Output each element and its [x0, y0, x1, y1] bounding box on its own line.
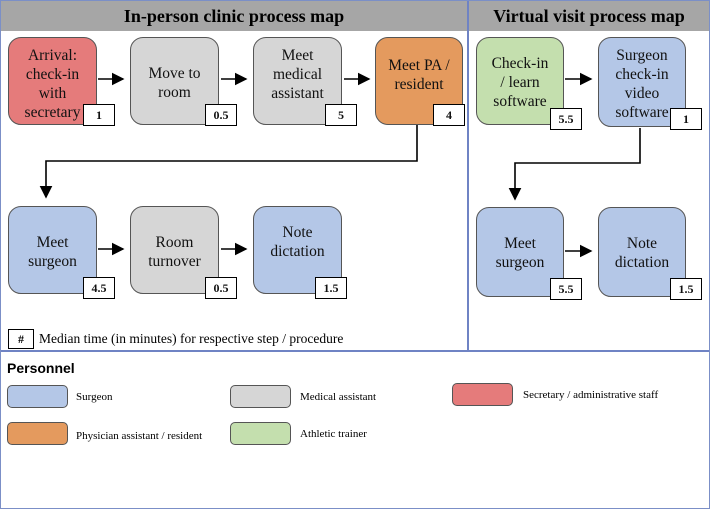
time-badge: 1.5 — [670, 278, 702, 300]
step-label: Room turnover — [148, 234, 201, 270]
time-badge: 5.5 — [550, 278, 582, 300]
step-note-dictation: Note dictation 1.5 — [253, 206, 347, 299]
legend-label-surgeon: Surgeon — [76, 391, 113, 403]
legend-label-secretary: Secretary / administrative staff — [523, 389, 659, 401]
step-surgeon-checkin-video: Surgeon check-in video software 1 — [598, 37, 702, 130]
step-label: Check-in / learn software — [491, 55, 549, 110]
step-room-turnover: Room turnover 0.5 — [130, 206, 237, 299]
step-label: Move to room — [148, 65, 201, 101]
time-badge: 1.5 — [315, 277, 347, 299]
step-label: Meet surgeon — [495, 235, 545, 271]
time-badge: 4.5 — [83, 277, 115, 299]
key-symbol: # — [8, 329, 34, 349]
legend-divider — [1, 350, 709, 352]
step-arrival-checkin: Arrival: check-in with secretary 1 — [8, 37, 115, 126]
legend-label-athletic-trainer: Athletic trainer — [300, 428, 367, 440]
step-label: Note dictation — [270, 224, 325, 260]
swatch-medical-assistant — [230, 385, 291, 408]
step-meet-pa-resident: Meet PA / resident 4 — [375, 37, 465, 126]
legend-label-medical-assistant: Medical assistant — [300, 391, 377, 403]
time-badge: 4 — [433, 104, 465, 126]
step-label: Surgeon check-in video software — [615, 47, 669, 121]
time-badge: 5 — [325, 104, 357, 126]
virtual-header: Virtual visit process map — [469, 1, 709, 31]
time-badge: 1 — [670, 108, 702, 130]
swatch-secretary — [452, 383, 513, 406]
step-virtual-note-dictation: Note dictation 1.5 — [598, 207, 702, 300]
arrow-4 — [39, 124, 418, 199]
in-person-header: In-person clinic process map — [1, 1, 467, 31]
swatch-physician-assistant — [7, 422, 68, 445]
step-meet-medical-assistant: Meet medical assistant 5 — [253, 37, 357, 126]
step-label: Arrival: check-in with secretary — [24, 47, 81, 121]
panel-divider — [467, 1, 469, 351]
time-badge: 5.5 — [550, 108, 582, 130]
key-text: Median time (in minutes) for respective … — [39, 331, 344, 346]
swatch-athletic-trainer — [230, 422, 291, 445]
step-label: Meet PA / resident — [388, 57, 450, 93]
step-label: Note dictation — [614, 235, 670, 271]
step-checkin-learn-software: Check-in / learn software 5.5 — [476, 37, 582, 130]
step-meet-surgeon: Meet surgeon 4.5 — [8, 206, 115, 299]
step-label: Meet medical assistant — [271, 47, 324, 102]
arrow-8 — [508, 128, 641, 201]
personnel-title: Personnel — [7, 360, 75, 376]
step-move-to-room: Move to room 0.5 — [130, 37, 237, 126]
time-badge: 0.5 — [205, 277, 237, 299]
swatch-surgeon — [7, 385, 68, 408]
time-badge: 1 — [83, 104, 115, 126]
step-label: Meet surgeon — [28, 234, 77, 270]
time-badge: 0.5 — [205, 104, 237, 126]
legend-label-physician-assistant: Physician assistant / resident — [76, 430, 203, 442]
step-virtual-meet-surgeon: Meet surgeon 5.5 — [476, 207, 582, 300]
